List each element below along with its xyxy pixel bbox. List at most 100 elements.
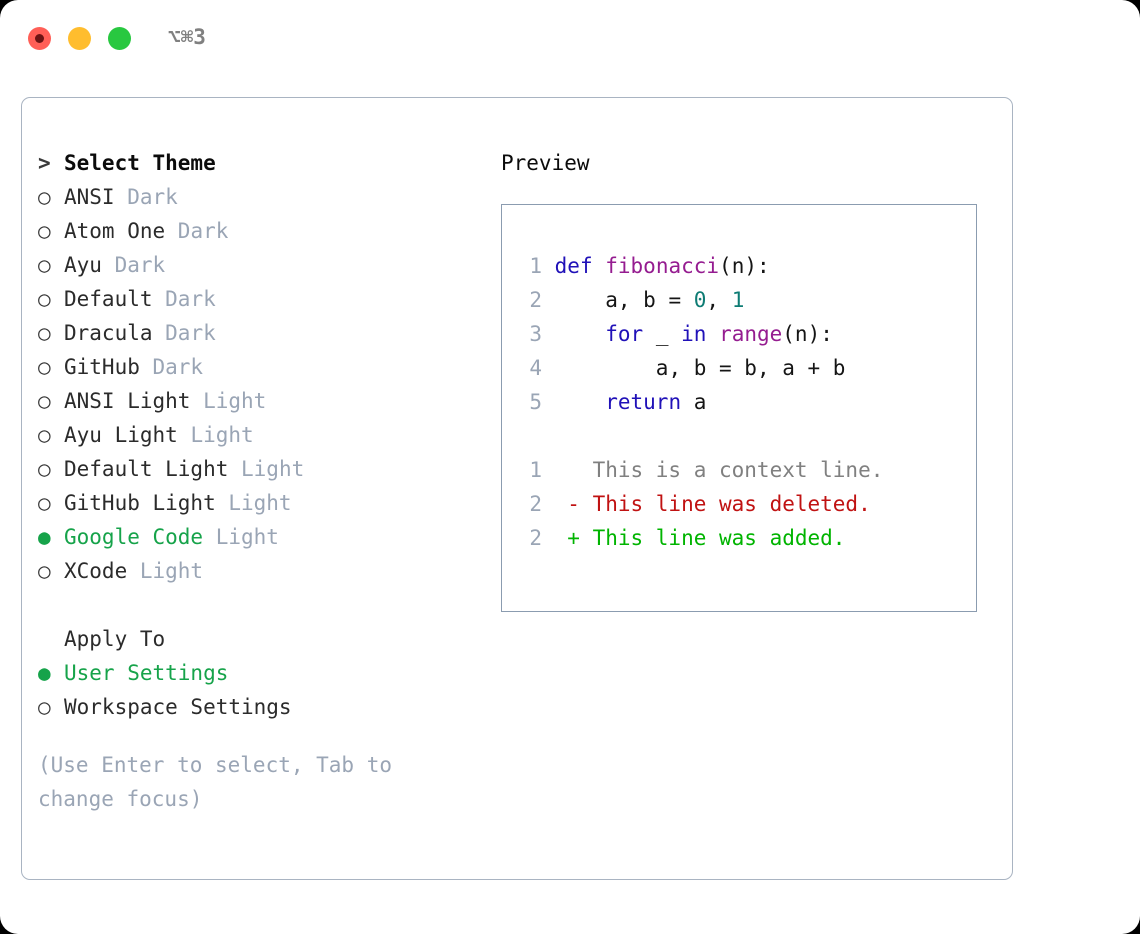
code-line: 4 a, b = b, a + b <box>516 351 883 385</box>
theme-list-item[interactable]: ○ Ayu Light Light <box>38 418 478 452</box>
theme-list-item[interactable]: ○ XCode Light <box>38 554 478 588</box>
theme-list-item[interactable]: ○ANSI Dark <box>38 180 478 214</box>
theme-list: ○ANSI Dark○Atom One Dark○Ayu Dark○Defaul… <box>38 180 478 588</box>
theme-list-item[interactable]: ● Google Code Light <box>38 520 478 554</box>
code-token: , <box>706 288 732 312</box>
theme-list-item[interactable]: ○ GitHub Dark <box>38 350 478 384</box>
theme-kind-badge: Light <box>190 389 267 413</box>
theme-kind-badge: Dark <box>152 321 216 345</box>
code-line: 1 def fibonacci(n): <box>516 249 883 283</box>
diff-line-text: + This line was added. <box>542 526 846 550</box>
radio-unselected-icon: ○ <box>38 219 51 243</box>
theme-name: Dracula <box>64 321 153 345</box>
code-token: (n): <box>719 254 770 278</box>
code-token: def <box>554 254 593 278</box>
code-token: _ <box>643 322 682 346</box>
theme-list-item[interactable]: ○ ANSI Light Light <box>38 384 478 418</box>
keyboard-hint: (Use Enter to select, Tab to change focu… <box>38 753 393 811</box>
code-gutter-space <box>542 356 555 380</box>
theme-kind-badge: Dark <box>114 185 178 209</box>
theme-kind-badge: Dark <box>101 253 166 277</box>
code-line: 2 a, b = 0, 1 <box>516 283 883 317</box>
theme-name: Default <box>64 287 153 311</box>
radio-unselected-icon: ○ <box>38 423 51 447</box>
theme-list-item[interactable]: ○ GitHub Light Light <box>38 486 478 520</box>
theme-kind-badge: Light <box>215 491 292 515</box>
diff-line-text: - This line was deleted. <box>542 492 871 516</box>
theme-kind-badge: Light <box>203 525 279 549</box>
theme-name: GitHub <box>64 355 140 379</box>
radio-unselected-icon: ○ <box>38 287 51 311</box>
apply-to-label: Apply To <box>38 622 478 656</box>
code-token: in <box>681 322 707 346</box>
apply-to-option[interactable]: ○Workspace Settings <box>38 690 478 724</box>
diff-line: 2 + This line was added. <box>516 521 883 555</box>
apply-to-label-text: Apply To <box>64 627 166 651</box>
line-number: 2 <box>529 492 542 516</box>
theme-name: Ayu <box>64 253 102 277</box>
title-bar: ⌥⌘3 <box>0 0 1140 78</box>
diff-line-text: This is a context line. <box>542 458 884 482</box>
radio-unselected-icon: ○ <box>38 389 51 413</box>
code-line: 3 for _ in range(n): <box>516 317 883 351</box>
radio-selected-icon: ● <box>38 525 51 549</box>
apply-to-indent <box>38 622 64 656</box>
theme-kind-badge: Dark <box>152 287 216 311</box>
code-token: 1 <box>731 288 745 312</box>
code-token: (n): <box>782 322 833 346</box>
page-title-text: Select Theme <box>64 151 216 175</box>
code-token: range <box>719 322 783 346</box>
radio-unselected-icon: ○ <box>38 491 51 515</box>
page-title: >Select Theme <box>38 146 478 180</box>
preview-title: Preview <box>501 151 590 175</box>
code-token <box>555 322 606 346</box>
diff-line: 2 - This line was deleted. <box>516 487 883 521</box>
code-token: a, b = <box>554 288 694 312</box>
line-number: 2 <box>529 288 542 312</box>
theme-list-item[interactable]: ○Ayu Dark <box>38 248 478 282</box>
apply-to-option-label: Workspace Settings <box>64 695 292 719</box>
theme-name: Default Light <box>64 457 229 481</box>
theme-list-item[interactable]: ○ Dracula Dark <box>38 316 478 350</box>
theme-kind-badge: Light <box>127 559 204 583</box>
close-button[interactable] <box>28 27 51 50</box>
theme-name: Ayu Light <box>64 423 178 447</box>
apply-to-list: ●User Settings○Workspace Settings <box>38 656 478 724</box>
theme-picker: >Select Theme ○ANSI Dark○Atom One Dark○A… <box>38 146 478 816</box>
line-number: 3 <box>529 322 542 346</box>
theme-name: GitHub Light <box>64 491 216 515</box>
theme-name: Atom One <box>64 219 166 243</box>
theme-kind-badge: Light <box>228 457 305 481</box>
theme-name: XCode <box>64 559 128 583</box>
list-spacer <box>38 588 478 622</box>
theme-name: ANSI Light <box>64 389 191 413</box>
code-line: 5 return a <box>516 385 883 419</box>
line-number: 5 <box>529 390 542 414</box>
theme-kind-badge: Light <box>177 423 254 447</box>
radio-unselected-icon: ○ <box>38 355 51 379</box>
line-number: 4 <box>529 356 542 380</box>
theme-list-item[interactable]: ○ Default Dark <box>38 282 478 316</box>
radio-unselected-icon: ○ <box>38 321 51 345</box>
keyboard-shortcut-label: ⌥⌘3 <box>168 25 206 49</box>
radio-unselected-icon: ○ <box>38 185 51 209</box>
code-token: for <box>605 322 644 346</box>
line-number: 1 <box>529 458 542 482</box>
radio-unselected-icon: ○ <box>38 559 51 583</box>
radio-unselected-icon: ○ <box>38 457 51 481</box>
zoom-button[interactable] <box>108 27 131 50</box>
apply-to-option[interactable]: ●User Settings <box>38 656 478 690</box>
theme-kind-badge: Dark <box>165 219 229 243</box>
theme-name: Google Code <box>64 525 204 549</box>
theme-kind-badge: Dark <box>139 355 204 379</box>
code-token: return <box>605 390 682 414</box>
theme-list-item[interactable]: ○ Atom One Dark <box>38 214 478 248</box>
theme-list-item[interactable]: ○ Default Light Light <box>38 452 478 486</box>
code-token: a <box>681 390 707 414</box>
minimize-button[interactable] <box>68 27 91 50</box>
code-gutter-space <box>542 322 555 346</box>
close-icon <box>35 34 44 43</box>
code-token: a, b = b, a + b <box>554 356 846 380</box>
